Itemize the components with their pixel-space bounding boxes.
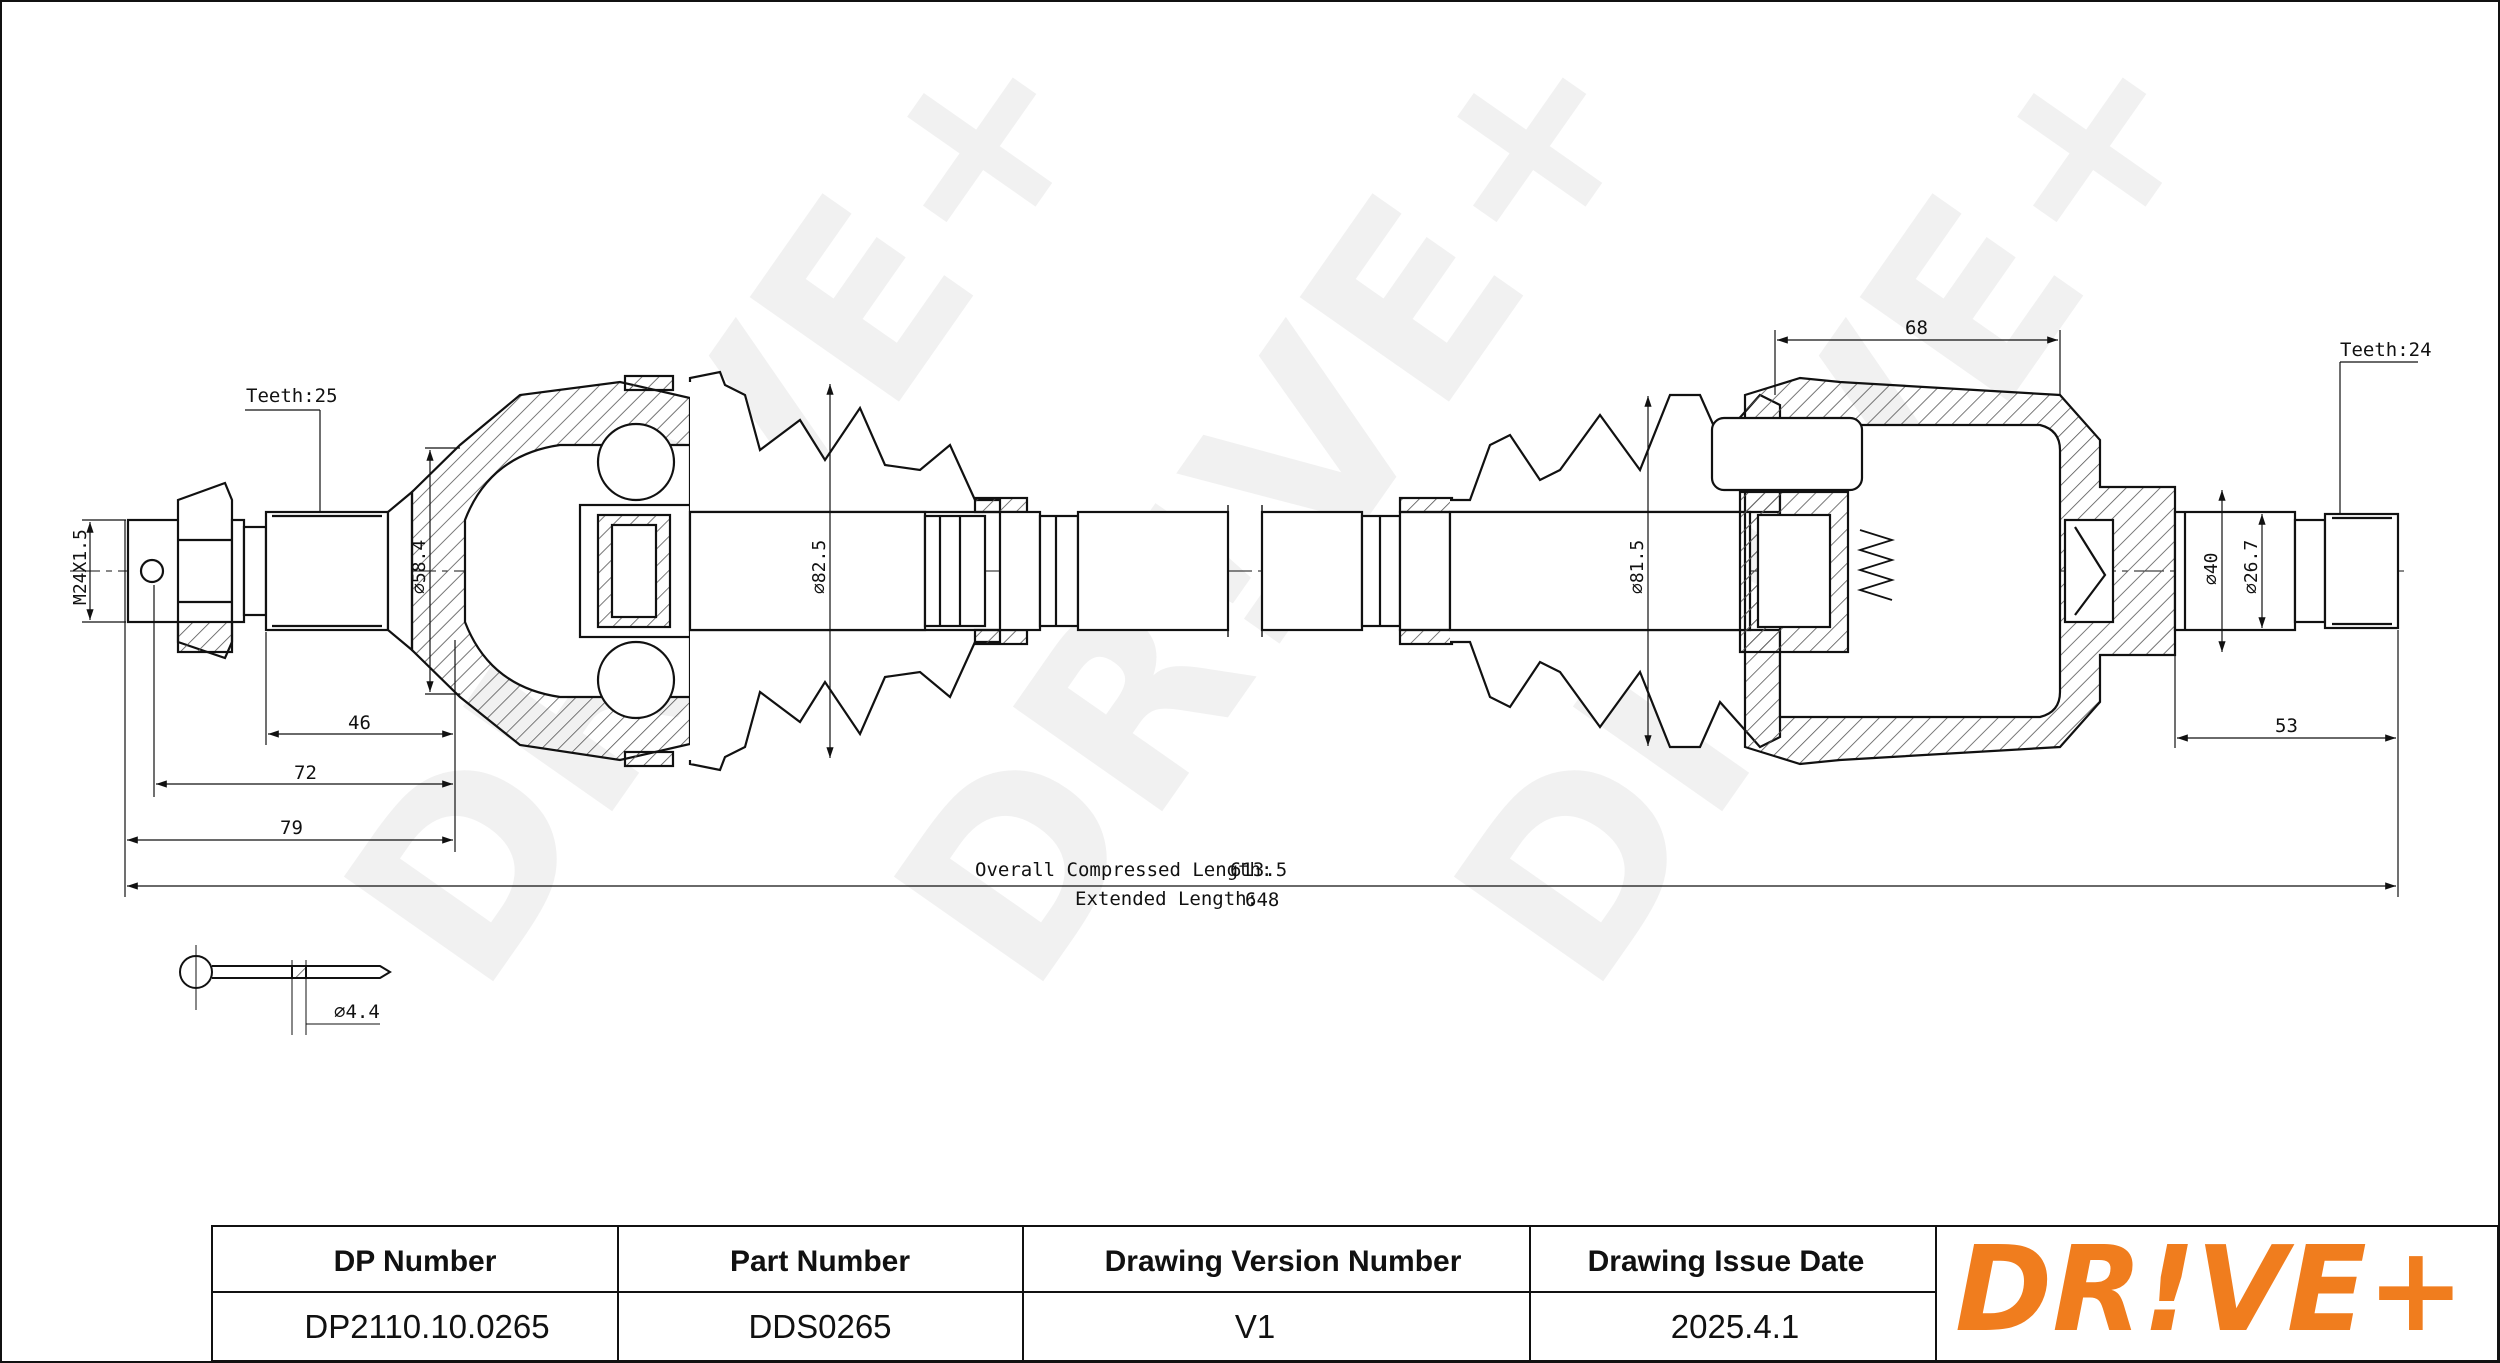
teeth-left-label: Teeth:25: [246, 385, 338, 407]
title-block: DP Number Part Number Drawing Version Nu…: [211, 1220, 2499, 1362]
drive-shaft-drawing: [70, 370, 2410, 772]
dia-82-label: ⌀82.5: [809, 540, 830, 594]
teeth-right-label: Teeth:24: [2340, 339, 2432, 361]
dia-26-label: ⌀26.7: [2241, 540, 2262, 594]
header-dp-number: DP Number: [334, 1245, 497, 1278]
pin-dia-label: ⌀4.4: [334, 1001, 380, 1023]
value-part-number: DDS0265: [748, 1308, 891, 1345]
dia-58-label: ⌀58.4: [409, 540, 430, 594]
dim-53-label: 53: [2275, 715, 2298, 737]
dim-72-label: 72: [294, 762, 317, 784]
dia-40-label: ⌀40: [2201, 552, 2222, 585]
dim-46-label: 46: [348, 712, 371, 734]
dimension-lines: [82, 330, 2418, 897]
thread-label: M24X1.5: [70, 529, 91, 605]
compressed-length-value: 613.5: [1230, 859, 1287, 881]
dim-68-label: 68: [1905, 317, 1928, 339]
cotter-pin: [179, 945, 392, 1035]
value-dp-number: DP2110.10.0265: [304, 1308, 549, 1345]
header-issue-date: Drawing Issue Date: [1588, 1245, 1865, 1278]
dimension-labels: Teeth:25 Teeth:24 M24X1.5 ⌀58.4 ⌀82.5 ⌀8…: [70, 317, 2432, 1023]
dia-81-label: ⌀81.5: [1627, 540, 1648, 594]
compressed-length-label: Overall Compressed Length:: [975, 859, 1272, 881]
value-drawing-version: V1: [1235, 1308, 1275, 1345]
extended-length-label: Extended Length:: [1075, 888, 1258, 910]
header-drawing-version: Drawing Version Number: [1105, 1245, 1462, 1278]
drive-logo: DR!VE+: [1955, 1220, 2465, 1358]
extended-length-value: 648: [1245, 889, 1279, 911]
dim-79-label: 79: [280, 817, 303, 839]
value-issue-date: 2025.4.1: [1671, 1308, 1799, 1345]
header-part-number: Part Number: [730, 1245, 910, 1278]
